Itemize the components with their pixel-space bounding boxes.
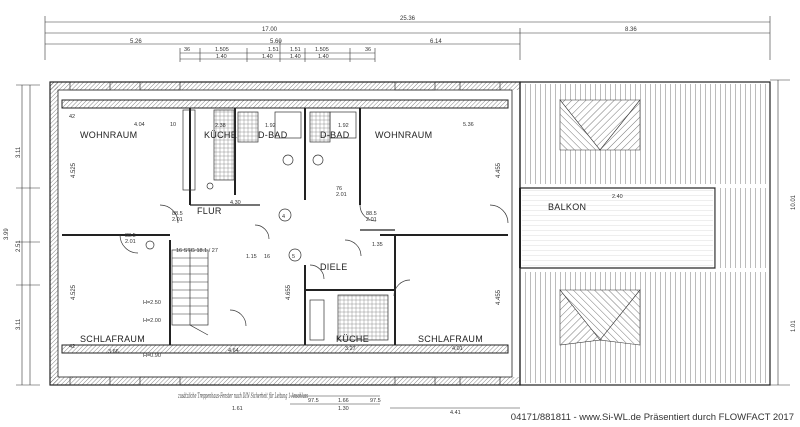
dim-36b: 36 xyxy=(365,47,371,53)
dim-right-4455: 4.455 xyxy=(496,162,502,178)
label-dim-42b: 42 xyxy=(69,344,75,350)
dim-left-311b: 3.11 xyxy=(16,318,22,330)
dim-right-101: 1.01 xyxy=(791,320,797,332)
label-h200: H=2.00 xyxy=(143,318,161,324)
label-dim-115: 1.15 xyxy=(246,254,257,260)
room-balkon: BALKON xyxy=(548,202,586,212)
label-balkon-240: 2.40 xyxy=(612,194,623,200)
label-door-885c: 88.5 xyxy=(366,211,377,217)
label-dim-135: 1.35 xyxy=(372,242,383,248)
room-dbad-left: D-BAD xyxy=(258,130,288,140)
dim-right-seg: 6.14 xyxy=(430,39,442,45)
label-door-201c: 2.01 xyxy=(366,217,377,223)
room-schlafraum-right: SCHLAFRAUM xyxy=(418,334,483,344)
dim-140a: 1.40 xyxy=(216,54,227,60)
room-dbad-right: D-BAD xyxy=(320,130,350,140)
room-wohnraum-right: WOHNRAUM xyxy=(375,130,432,140)
dim-140c: 1.40 xyxy=(290,54,301,60)
label-stair: 16 STG 18.1 / 27 xyxy=(176,248,218,254)
dim-36a: 36 xyxy=(184,47,190,53)
dim-overall: 25.36 xyxy=(400,16,416,22)
dimension-lines-right xyxy=(770,79,790,386)
label-flur-w: 4.30 xyxy=(230,200,241,206)
footer-credit: 04171/881811 - www.Si-WL.de Präsentiert … xyxy=(510,412,794,423)
dim-bottom-441: 4.41 xyxy=(450,410,461,416)
dim-left-311a: 3.11 xyxy=(16,146,22,158)
roof-area xyxy=(519,81,771,386)
dimension-lines-top xyxy=(44,16,771,62)
dim-1505b: 1.505 xyxy=(315,47,329,53)
dimension-labels-left: 3.11 3.99 2.51 3.11 4.525 4.525 xyxy=(4,146,77,330)
dim-bottom-166: 1.66 xyxy=(338,398,349,404)
label-circle-5: 5 xyxy=(292,254,295,260)
room-wohnraum-left: WOHNRAUM xyxy=(80,130,137,140)
label-dim-10: 10 xyxy=(170,122,176,128)
room-schlafraum-left: SCHLAFRAUM xyxy=(80,334,145,344)
dim-140b: 1.40 xyxy=(262,54,273,60)
label-wohn-right-area: 5.36 xyxy=(463,122,474,128)
fixtures xyxy=(69,81,509,386)
dim-bottom-975b: 97.5 xyxy=(370,398,381,404)
dimension-lines-left xyxy=(16,84,40,386)
label-dim-464: 4.64 xyxy=(228,348,239,354)
dim-left-4525b: 4.525 xyxy=(71,284,77,300)
room-kueche-bottom: KÜCHE xyxy=(336,334,369,344)
label-dbad-left-w: 1.92 xyxy=(265,123,276,129)
room-kueche-top: KÜCHE xyxy=(204,130,237,140)
label-wohn-left-area: 4.04 xyxy=(134,122,145,128)
dim-right-4455b: 4.455 xyxy=(496,289,502,305)
dim-left-4525: 4.525 xyxy=(71,162,77,178)
dim-left-seg: 5.26 xyxy=(130,39,142,45)
label-dim-42a: 42 xyxy=(69,114,75,120)
interior-walls xyxy=(62,108,508,345)
label-door-201b: 2.01 xyxy=(125,239,136,245)
dim-bottom-130: 1.30 xyxy=(338,406,349,412)
room-diele: DIELE xyxy=(320,262,348,272)
label-door-201a: 2.01 xyxy=(172,217,183,223)
dim-1505a: 1.505 xyxy=(215,47,229,53)
label-schlaf-left-area: 3.66 xyxy=(108,349,119,355)
dim-left-399: 3.99 xyxy=(4,228,10,240)
label-circle-4: 4 xyxy=(282,214,285,220)
dim-bottom-975a: 97.5 xyxy=(308,398,319,404)
dim-main: 17.00 xyxy=(262,27,278,33)
dim-mid: 5.60 xyxy=(270,39,282,45)
dim-bottom-161: 1.61 xyxy=(232,406,243,412)
label-schlaf-right-area: 4.01 xyxy=(452,346,463,352)
room-labels: WOHNRAUM KÜCHE D-BAD D-BAD WOHNRAUM FLUR… xyxy=(80,130,586,344)
label-h250: H=2.50 xyxy=(143,300,161,306)
dimension-labels-bottom: 1.66 1.30 97.5 97.5 4.41 1.61 xyxy=(232,398,461,416)
label-door-885a: 88.5 xyxy=(172,211,183,217)
dimension-labels-right: 10.01 1.01 4.455 4.455 4.655 xyxy=(286,162,797,332)
dim-right-1001: 10.01 xyxy=(791,194,797,210)
dim-right: 8.36 xyxy=(625,27,637,33)
label-h090: H=0.90 xyxy=(143,353,161,359)
dimension-lines-bottom xyxy=(290,395,520,409)
dim-151a: 1.51 xyxy=(268,47,279,53)
plan-annotations: 4.04 5.36 2.38 1.92 1.92 4.30 3.66 4.01 … xyxy=(69,114,623,359)
building-outline xyxy=(49,81,521,386)
label-kueche-bottom-area: 3.27 xyxy=(345,346,356,352)
dim-151b: 1.51 xyxy=(290,47,301,53)
label-door-201d: 2.01 xyxy=(336,192,347,198)
dim-mid-4655: 4.655 xyxy=(286,284,292,300)
label-door-76a: 76 xyxy=(336,186,342,192)
label-kueche-top-w: 2.38 xyxy=(215,123,226,129)
dim-left-251: 2.51 xyxy=(16,240,22,252)
dimension-labels-top: 25.36 17.00 8.36 5.60 5.26 6.14 36 36 1.… xyxy=(130,16,637,60)
room-flur: FLUR xyxy=(197,206,222,216)
dim-140d: 1.40 xyxy=(318,54,329,60)
label-door-885b: 88.5 xyxy=(125,233,136,239)
label-dbad-right-w: 1.92 xyxy=(338,123,349,129)
label-dim-16: 16 xyxy=(264,254,270,260)
handwritten-note: zusätzliche Treppenhaus-Fenster nach DIN… xyxy=(178,392,309,400)
